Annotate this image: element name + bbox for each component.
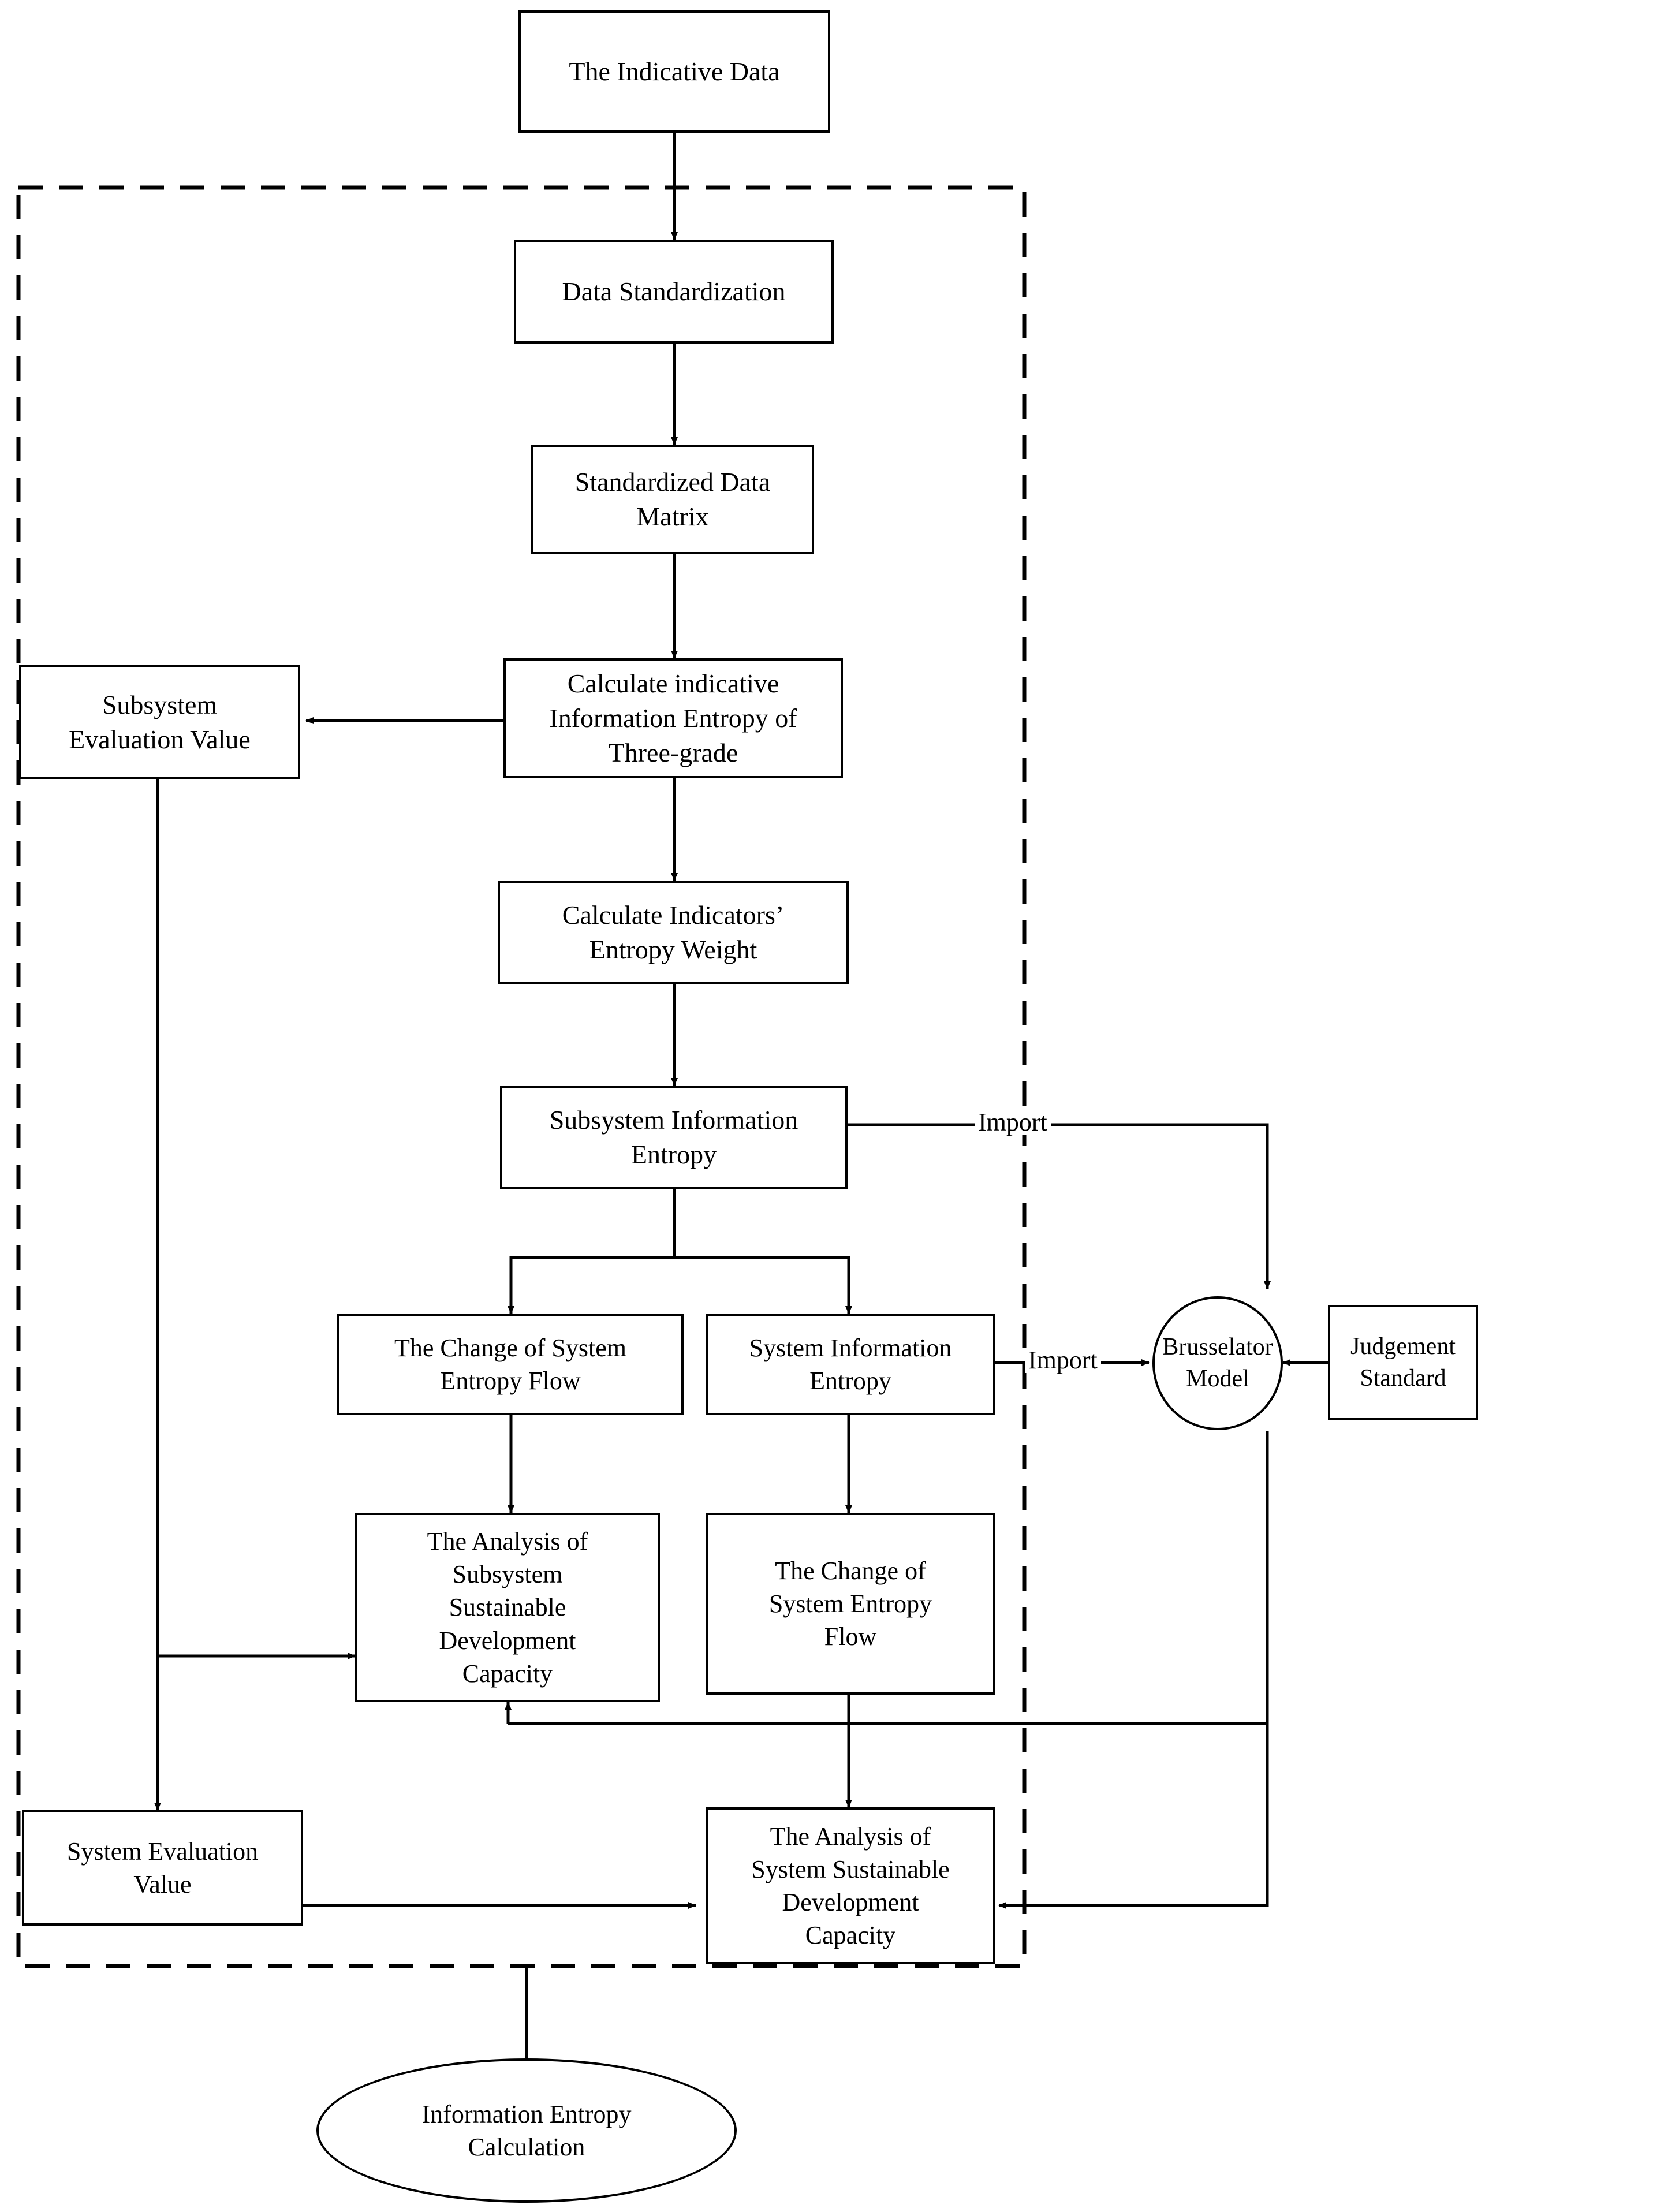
node-information-entropy-calculation[interactable]: Information Entropy Calculation: [316, 2058, 737, 2203]
node-brusselator-model[interactable]: Brusselator Model: [1152, 1296, 1283, 1430]
node-analysis-of-system-sustainable-development-capacity[interactable]: The Analysis of System Sustainable Devel…: [706, 1807, 995, 1964]
node-change-of-system-entropy-flow-left[interactable]: The Change of System Entropy Flow: [337, 1314, 684, 1415]
node-system-evaluation-value[interactable]: System Evaluation Value: [22, 1810, 303, 1926]
node-judgement-standard[interactable]: Judgement Standard: [1328, 1305, 1478, 1420]
edge-label-import-mid: Import: [1025, 1348, 1101, 1373]
node-analysis-of-subsystem-sustainable-development-capacity[interactable]: The Analysis of Subsystem Sustainable De…: [355, 1513, 660, 1702]
node-standardized-data-matrix[interactable]: Standardized Data Matrix: [531, 445, 814, 554]
node-subsystem-evaluation-value[interactable]: Subsystem Evaluation Value: [19, 665, 300, 779]
node-system-information-entropy[interactable]: System Information Entropy: [706, 1314, 995, 1415]
edge-label-import-top: Import: [975, 1110, 1051, 1135]
node-subsystem-information-entropy[interactable]: Subsystem Information Entropy: [500, 1086, 848, 1189]
dashed-group-boundary: [16, 185, 1027, 1968]
node-data-standardization[interactable]: Data Standardization: [514, 240, 834, 344]
node-change-of-system-entropy-flow-right[interactable]: The Change of System Entropy Flow: [706, 1513, 995, 1695]
node-indicative-data[interactable]: The Indicative Data: [518, 10, 830, 133]
node-calculate-indicative-information-entropy[interactable]: Calculate indicative Information Entropy…: [503, 658, 843, 778]
node-calculate-indicators-entropy-weight[interactable]: Calculate Indicators’ Entropy Weight: [498, 881, 849, 984]
